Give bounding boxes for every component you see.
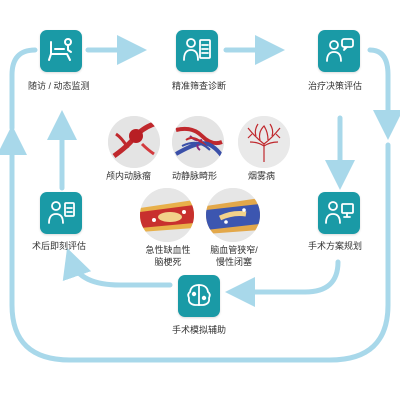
stenosis-label-line1: 脑血管狭窄/: [210, 245, 258, 255]
aneurysm-label: 颅内动脉瘤: [106, 171, 152, 181]
arrow-outer-right: [367, 47, 400, 140]
doctor-chat-icon: [318, 30, 360, 72]
brain-circuit-icon: [178, 275, 220, 317]
ischemia-label-line1: 急性缺血性: [145, 245, 191, 255]
screening-label: 精准筛查诊断: [172, 81, 227, 91]
doctor-checklist-icon: [176, 30, 218, 72]
ischemia-label-line2: 脑梗死: [154, 257, 182, 267]
avm-image: [172, 116, 224, 168]
dental-chair-icon: [40, 30, 82, 72]
followup-label: 随访 / 动态监测: [28, 81, 90, 91]
arrow-simulation-postop: [62, 247, 173, 288]
treatment-label: 治疗决策评估: [308, 81, 363, 91]
simulation-label: 手术模拟辅助: [172, 325, 227, 335]
arrow-outer-topleft: [9, 47, 38, 131]
surgeon-monitor-icon: [318, 192, 360, 234]
avm-label: 动静脉畸形: [172, 171, 218, 181]
arrow-surgeryplan-simulation: [225, 259, 341, 307]
aneurysm-image: [108, 116, 160, 168]
stenosis-label-line2: 慢性闭塞: [215, 257, 252, 267]
surgery-plan-label: 手术方案规划: [308, 241, 363, 251]
postop-label: 术后即刻评估: [32, 241, 87, 251]
arrow-outer-bottom: [0, 125, 391, 363]
ischemia-image: [140, 188, 194, 242]
doctor-clipboard-icon: [40, 192, 82, 234]
moyamoya-label: 烟雾病: [248, 171, 276, 181]
moyamoya-image: [238, 116, 290, 168]
stenosis-image: [206, 188, 260, 242]
